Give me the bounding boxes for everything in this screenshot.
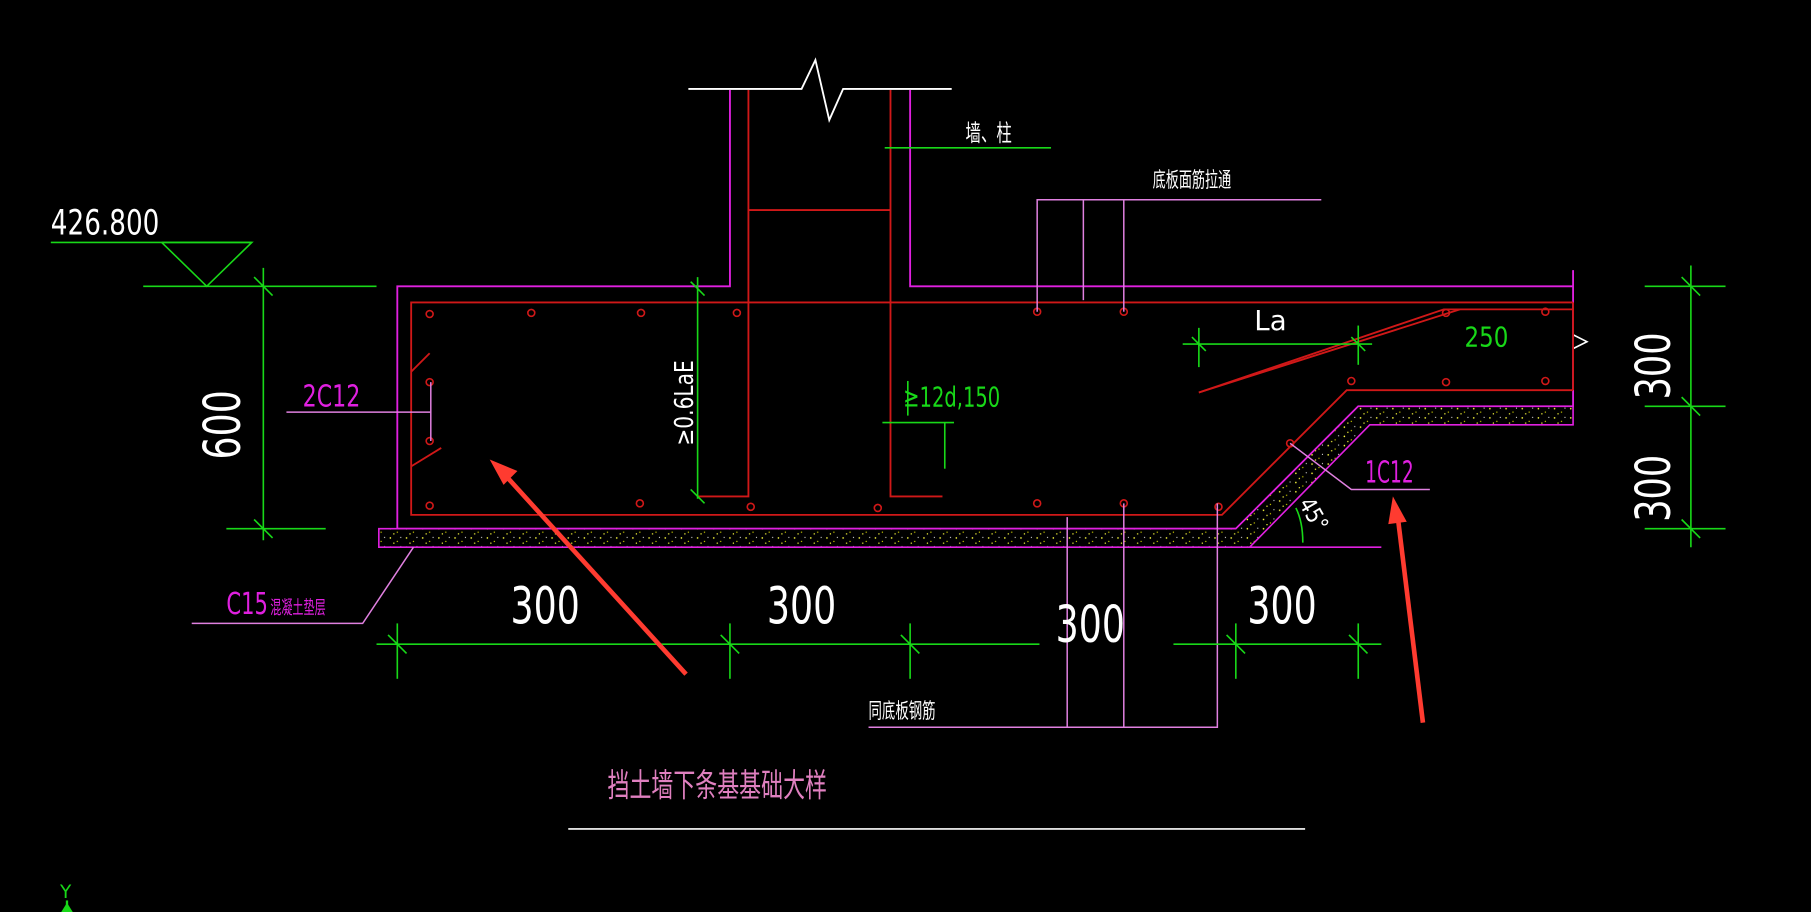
- outer-rebar-loop: [410, 301, 1574, 516]
- rebar-right-label: 1C12: [1365, 456, 1414, 491]
- annotation-arrow-right: [1388, 496, 1426, 723]
- la-label: La: [1254, 304, 1286, 337]
- sloped-bar-lower: [1198, 308, 1461, 394]
- bottom-dim-4: 300: [1247, 576, 1316, 635]
- wall-bar-right: [889, 90, 943, 498]
- side-hook-top: [410, 352, 431, 373]
- rebar-dots: [425, 307, 1550, 513]
- bottom-dim-3: 300: [1056, 595, 1125, 654]
- height-300-bottom-label: 300: [1626, 455, 1682, 522]
- axis-y-label: Y: [59, 882, 72, 903]
- drawing-title: 挡土墙下条基基础大样: [608, 767, 827, 805]
- rebar-lines: [410, 90, 1574, 516]
- rebar-left-label: 2C12: [303, 379, 361, 414]
- annotation-arrow-left: [489, 459, 688, 676]
- wall-bar-left: [697, 90, 750, 498]
- height-300-top-label: 300: [1626, 332, 1682, 399]
- side-hook: [410, 447, 442, 468]
- wall-break-line: [688, 57, 952, 123]
- same-bottom-rebar-label: 同底板钢筋: [869, 699, 936, 723]
- stirrup-label: ≥12d,150: [903, 380, 1000, 413]
- dimension-lines: [50, 146, 1726, 679]
- wall-column-label: 墙、柱: [966, 121, 1012, 147]
- anchor-length-label: ≥0.6LaE: [669, 360, 699, 445]
- dim-250-label: 250: [1465, 320, 1509, 353]
- angle-label: 45°: [1293, 493, 1333, 536]
- elevation-text: 426.800: [51, 203, 160, 243]
- bottom-dim-1: 300: [510, 576, 579, 635]
- cushion-grade-label: C15: [226, 587, 268, 622]
- ucs-y-axis-icon: Y: [59, 882, 73, 912]
- top-rebar-label: 底板面筋拉通: [1153, 168, 1232, 192]
- height-600-label: 600: [193, 390, 252, 459]
- cushion-layer: [378, 405, 1574, 549]
- right-break-line: [1572, 334, 1589, 350]
- leader-lines: [191, 198, 1430, 729]
- cushion-text-label: 混凝土垫层: [270, 598, 325, 619]
- bottom-dim-2: 300: [767, 576, 836, 635]
